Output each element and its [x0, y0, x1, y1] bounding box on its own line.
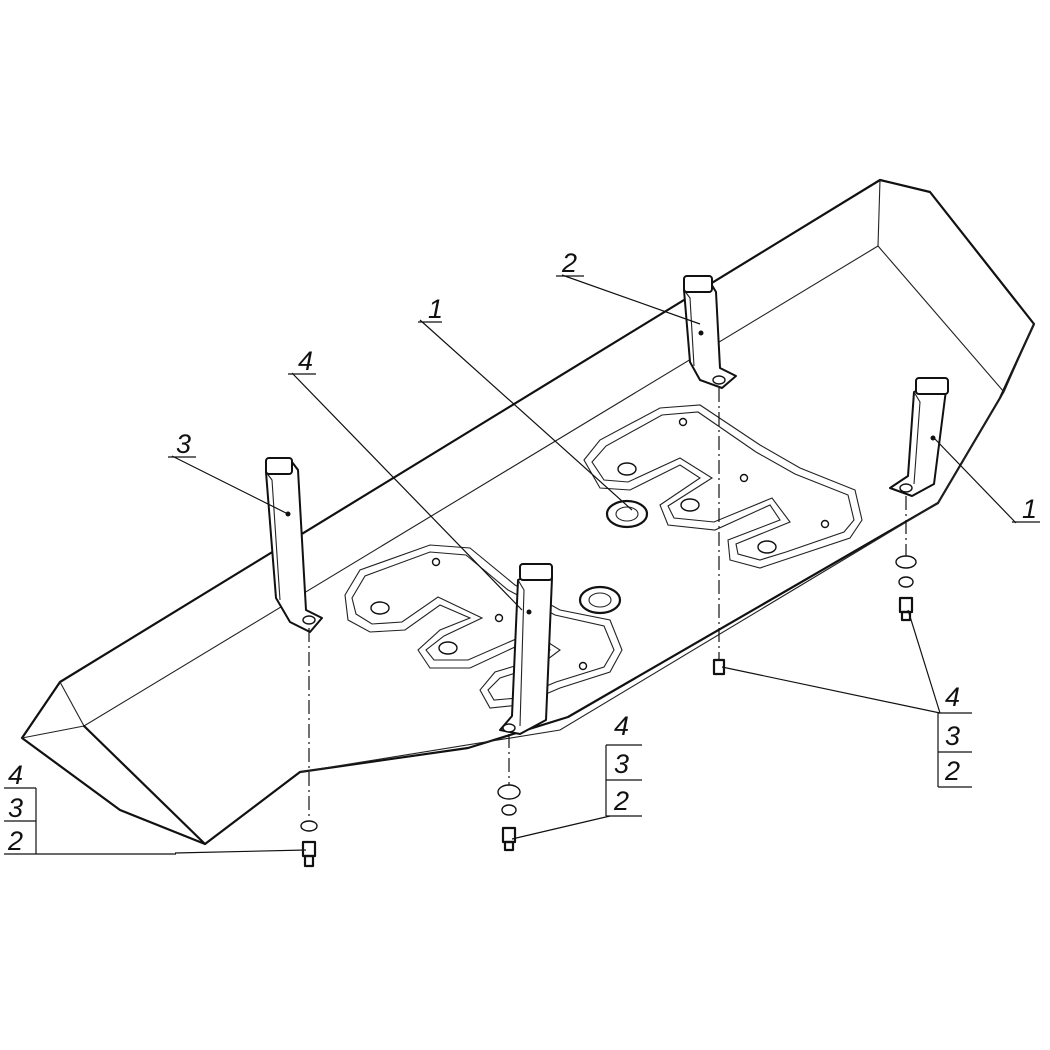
skid-plate [20, 178, 1036, 846]
bracket-center [499, 563, 553, 735]
grommet [578, 585, 622, 615]
hole [757, 540, 777, 554]
stiffening-rib-right [583, 404, 863, 569]
hole [617, 462, 637, 476]
fastener-set-center [497, 784, 521, 852]
callout-1-right: 1 [1022, 494, 1037, 524]
svg-text:4: 4 [945, 682, 960, 712]
svg-text:2: 2 [944, 756, 960, 786]
svg-text:2: 2 [613, 786, 629, 816]
svg-text:4: 4 [614, 711, 629, 741]
callout-1-center: 1 [428, 294, 443, 324]
fastener-axes [308, 388, 907, 820]
svg-text:3: 3 [8, 793, 23, 823]
fastener-set-right [895, 555, 917, 622]
bracket-right [889, 377, 949, 497]
callout-stack-left: 4 3 2 [4, 760, 176, 856]
callout-2-top: 2 [561, 248, 577, 278]
svg-text:4: 4 [8, 760, 23, 790]
grommet [605, 499, 649, 529]
callout-stack-right: 4 3 2 [937, 682, 972, 788]
callout-3-left: 3 [176, 429, 191, 459]
bracket-top [683, 275, 737, 389]
svg-text:3: 3 [614, 749, 629, 779]
fastener-set-left [300, 820, 318, 868]
hole [680, 498, 700, 512]
callout-stack-center: 4 3 2 [605, 711, 642, 817]
callout-4-center: 4 [298, 346, 313, 376]
hole [438, 641, 458, 655]
leader-lines [171, 274, 1017, 854]
svg-text:3: 3 [945, 721, 960, 751]
svg-text:2: 2 [7, 826, 23, 856]
callouts: 2 1 4 3 1 4 3 2 4 3 2 [4, 248, 1040, 856]
fastener-set-top [712, 658, 726, 676]
stiffening-rib-left [344, 544, 623, 709]
plate-holes [370, 417, 830, 671]
bracket-left [265, 457, 323, 633]
hole [370, 601, 390, 615]
